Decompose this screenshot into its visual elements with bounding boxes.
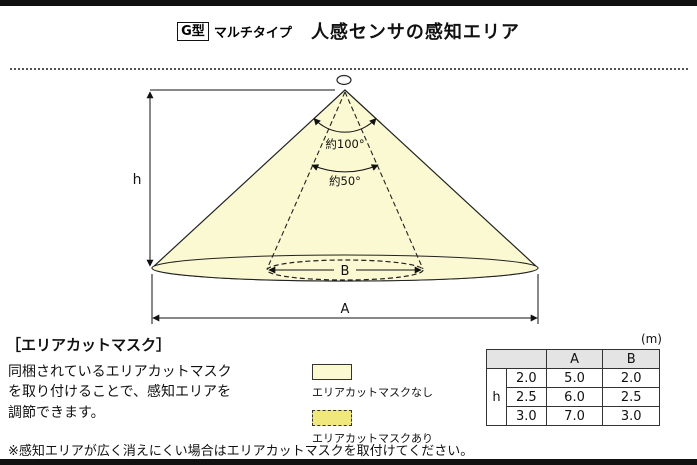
bottom-border-bar [0,459,697,465]
table-cell-b-value: 2.0 [602,368,660,388]
table-cell-b-value: 3.0 [602,406,660,426]
table-row: 3.0 7.0 3.0 [487,406,660,426]
a-dimension-label: A [341,302,350,317]
area-cut-mask-section: ［エリアカットマスク］ 同梱されているエリアカットマスクを取り付けることで、感知… [0,332,697,445]
legend-swatch-no-mask [312,364,352,380]
dimension-table: A B h 2.0 5.0 2.0 2.5 6.0 2.5 3.0 7.0 [486,349,660,426]
type-badge: G型 [177,21,209,41]
dimension-table-wrap: (m) A B h 2.0 5.0 2.0 2.5 6. [486,332,662,426]
sensor-head [336,74,352,86]
page-header: G型 マルチタイプ 人感センサの感知エリア [0,18,697,44]
b-dimension-label: B [341,264,350,279]
subtype-label: マルチタイプ [213,25,292,41]
area-cut-mask-heading: ［エリアカットマスク］ [6,336,172,354]
sensor-area-diagram: 約100° 約50° h B A [133,74,539,324]
table-row: 2.5 6.0 2.5 [487,387,660,407]
page-title: 人感センサの感知エリア [310,22,520,43]
legend-label-with-mask: エリアカットマスクあり [312,432,433,445]
table-row: h 2.0 5.0 2.0 [486,368,660,426]
table-cell-h-value: 2.0 [505,368,547,388]
table-col-header-a: A [545,349,604,369]
table-cell-a-value: 7.0 [545,406,604,426]
table-cell-h-value: 3.0 [505,406,547,426]
inner-floor-ellipse [266,259,424,281]
top-border-bar [0,0,697,6]
table-col-header-b: B [602,349,660,369]
wide-angle-arc [313,117,377,133]
dotted-separator [10,68,688,70]
h-dimension-label: h [133,172,142,188]
legend-swatch-with-mask [312,410,352,426]
table-row-header-h: h [486,368,507,426]
narrow-angle-label: 約50° [329,174,361,188]
footnote: ※感知エリアが広く消えにくい場合はエリアカットマスクを取付けてください。 [8,444,474,459]
area-cut-mask-description: 同梱されているエリアカットマスクを取り付けることで、感知エリアを調節できます。 [8,364,232,421]
table-corner-cell [486,349,547,369]
table-cell-a-value: 5.0 [545,368,604,388]
legend-label-no-mask: エリアカットマスクなし [312,386,433,399]
table-cell-b-value: 2.5 [602,387,660,407]
table-cell-a-value: 6.0 [545,387,604,407]
table-cell-h-value: 2.5 [505,387,547,407]
narrow-angle-arc [311,164,379,173]
mask-legend: エリアカットマスクなし エリアカットマスクあり [312,364,472,456]
wide-angle-label: 約100° [325,137,364,151]
unit-label: (m) [640,332,662,346]
